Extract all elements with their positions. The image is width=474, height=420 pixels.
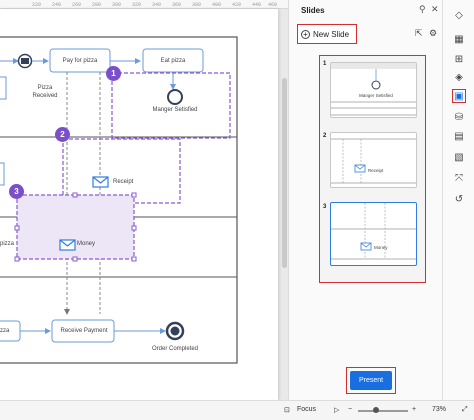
resize-handle	[131, 192, 137, 198]
resize-handle	[14, 225, 20, 231]
right-toolbar: ◇ ▦ ⊞ ◈ ▣ ⛁ ▤ ▧ ⤧ ↺	[442, 0, 474, 400]
task-label: zza	[0, 328, 10, 334]
slide-badge-1[interactable]: 1	[106, 66, 121, 81]
data-icon[interactable]: ⛁	[454, 111, 464, 123]
new-slide-button[interactable]: + New Slide	[297, 24, 357, 44]
history-icon[interactable]: ↺	[454, 193, 464, 205]
ruler-tick: 300	[112, 2, 122, 8]
slide-thumbnail-3[interactable]: Money	[330, 202, 417, 266]
play-icon[interactable]: ▷	[334, 407, 340, 414]
resize-handle	[14, 256, 20, 262]
bpmn-diagram	[0, 36, 238, 364]
ruler-tick: 260	[72, 2, 82, 8]
slide-badge-3[interactable]: 3	[9, 184, 24, 199]
manager-satisfied-end-event	[167, 89, 183, 105]
ruler-tick: 420	[232, 2, 242, 8]
resize-handle	[131, 225, 137, 231]
message-label: Receipt	[113, 179, 134, 185]
grid-icon[interactable]: ⊞	[454, 53, 464, 65]
vertical-scrollbar[interactable]	[282, 78, 287, 268]
notes-icon[interactable]: ▤	[454, 130, 464, 142]
partial-task-box	[0, 162, 5, 186]
pool-outline	[0, 36, 238, 364]
export-icon[interactable]: ⇱	[415, 28, 423, 38]
slide-number: 3	[323, 204, 327, 210]
money-envelope-icon	[59, 239, 76, 251]
thumb-caption: Receipt	[368, 168, 384, 173]
thumb-caption: Manger Setisfied	[359, 93, 393, 98]
receipt-envelope-icon	[92, 176, 109, 188]
event-label: Order Completed	[151, 346, 199, 352]
resize-handle	[72, 256, 78, 262]
task-label: Pay for pizza	[62, 58, 98, 64]
horizontal-ruler: 220 240 260 280 300 320 340 360 380 400 …	[0, 0, 288, 9]
ruler-tick: 400	[212, 2, 222, 8]
ruler-tick: 320	[132, 2, 142, 8]
present-highlight: Present	[346, 367, 396, 394]
slide-number: 2	[323, 133, 327, 139]
slide-thumbnail-list[interactable]: 1 Manger Setisfied 2 Receipt	[319, 55, 426, 283]
focus-icon[interactable]: ⊡	[284, 407, 290, 414]
fill-icon[interactable]: ◇	[455, 9, 463, 21]
ruler-tick: 280	[92, 2, 102, 8]
envelope-icon	[21, 58, 29, 64]
zoom-value: 73%	[432, 406, 447, 413]
pin-icon[interactable]: ⚲	[419, 4, 426, 14]
plus-icon: +	[301, 29, 310, 39]
present-button[interactable]: Present	[350, 371, 392, 390]
new-slide-label: New Slide	[313, 29, 350, 39]
partial-task-box	[0, 76, 7, 100]
ruler-tick: 220	[32, 2, 42, 8]
settings-icon[interactable]: ⚙	[429, 28, 438, 38]
task-label: Receive Payment	[60, 328, 108, 334]
slide-badge-2[interactable]: 2	[55, 127, 70, 142]
message-label: Money	[77, 241, 96, 247]
zoom-slider[interactable]	[358, 410, 408, 412]
slide-number: 1	[323, 61, 327, 67]
ruler-tick: 240	[52, 2, 62, 8]
event-label: Manger Setisfied	[152, 107, 198, 113]
partial-label: pizza	[0, 241, 15, 247]
task-label: Eat pizza	[160, 58, 186, 64]
slide-frame-1	[111, 72, 231, 139]
resize-handle	[131, 256, 137, 262]
close-icon[interactable]: ✕	[431, 4, 439, 14]
focus-label[interactable]: Focus	[297, 406, 317, 413]
ruler-tick: 360	[172, 2, 182, 8]
ruler-tick: 380	[192, 2, 202, 8]
slide-thumbnail-2[interactable]: Receipt	[330, 132, 417, 188]
fullscreen-icon[interactable]: ⤢	[462, 406, 468, 413]
zoom-out-icon[interactable]: −	[348, 406, 353, 413]
slide-thumbnail-1[interactable]: Manger Setisfied	[330, 62, 417, 118]
layers-icon[interactable]: ◈	[455, 71, 463, 83]
slides-icon[interactable]: ▣	[452, 89, 466, 103]
resize-handle	[72, 192, 78, 198]
ruler-tick: 340	[152, 2, 162, 8]
zoom-in-icon[interactable]: +	[412, 406, 417, 413]
ruler-tick: 440	[252, 2, 262, 8]
fit-icon[interactable]: ⤧	[455, 172, 463, 184]
event-label: Pizza Received	[32, 85, 58, 99]
canvas-area[interactable]: 220 240 260 280 300 320 340 360 380 400 …	[0, 0, 288, 400]
zoom-slider-handle[interactable]	[372, 407, 379, 413]
ruler-tick: 460	[268, 2, 278, 8]
slide-frame-2	[62, 138, 181, 204]
panel-title: Slides	[301, 6, 325, 15]
status-bar: ⊡ Focus ▷ − + 73% ⤢	[0, 400, 474, 420]
grid-icon[interactable]: ▦	[454, 33, 464, 45]
thumb-caption: Money	[374, 245, 388, 250]
image-icon[interactable]: ▧	[454, 151, 464, 163]
